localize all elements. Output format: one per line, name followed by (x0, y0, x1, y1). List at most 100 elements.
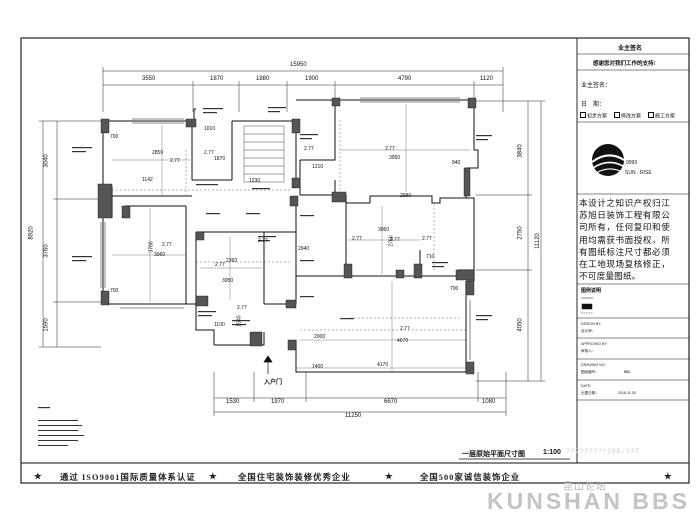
check-revise[interactable]: 修改方案 (614, 112, 641, 120)
watermark-forum: 昆山论坛 (563, 482, 607, 493)
issue-date: 出图日期： (581, 391, 599, 395)
thanks-text: 感谢您对我们工作的支持! (593, 61, 656, 67)
left-dimension-lines (39, 120, 101, 348)
dim-bottom-seg-1: 1530 (226, 399, 240, 405)
inner-dim: 3060 (154, 252, 166, 258)
inner-dim: 2940 (298, 246, 310, 252)
top-dimension-lines (102, 67, 504, 112)
drawing-frame (20, 37, 690, 484)
dim-bottom-seg-2: 1970 (271, 399, 285, 405)
inner-dim: 1400 (312, 364, 324, 370)
inner-dim: 4670 (397, 338, 409, 344)
copyright-notice: 本设计之知识产权归江苏旭日装饰工程有限公司所有，任何复印和使用均需获书面授权，所… (579, 198, 670, 282)
inner-dim: 3950 (389, 155, 401, 161)
check-construction[interactable]: 施工方案 (648, 112, 675, 120)
logo-number: 9999 (626, 160, 638, 166)
inner-dim: 840 (452, 160, 461, 166)
inner-dim: 2850 (152, 150, 164, 156)
dim-right-seg-2: 2750 (517, 226, 524, 240)
room-height: 2.77 (422, 236, 432, 242)
dim-bottom-total: 11250 (345, 413, 362, 419)
stair (243, 125, 285, 183)
legend-title: 图例说明 (581, 289, 602, 294)
logo-text: SUN · RISE (625, 170, 652, 176)
inner-dim: 1230 (249, 178, 261, 184)
windows (100, 97, 471, 360)
dim-top-seg-6: 1120 (480, 76, 493, 82)
plan-scale: 1:100 (543, 449, 561, 456)
dim-right-seg-3: 4050 (517, 318, 524, 332)
check-initial[interactable]: 初步方案 (580, 112, 607, 120)
footer-star-4: ★ (664, 472, 673, 481)
sunrise-logo-mark (591, 144, 625, 176)
dim-left-total: 8920 (28, 226, 35, 240)
inner-dim: 3950 (222, 278, 234, 284)
annotation-marks (38, 107, 492, 446)
inner-dim: 2750 (388, 235, 395, 247)
issue-date-value: 2016.11.30 (618, 391, 636, 395)
inner-dim: 1142 (142, 177, 153, 183)
legend-symbols (581, 297, 593, 314)
dim-top-seg-3: 1880 (256, 76, 270, 82)
room-height: 2.77 (352, 236, 362, 242)
checkbox[interactable] (614, 112, 620, 118)
room-height: 2.77 (162, 242, 172, 248)
footer-star-1: ★ (34, 472, 43, 481)
check-label: 修改方案 (621, 114, 642, 120)
room-height: 2.77 (237, 305, 247, 311)
drawing-no-value: 001 (624, 370, 630, 374)
title-block-rules (577, 53, 689, 401)
inner-dim: 4170 (377, 362, 389, 368)
design-by-en: DESIGN BY: (581, 322, 602, 326)
drawing-no: 图纸编号： (581, 370, 599, 374)
room-height: 2.77 (170, 158, 180, 164)
dim-top-seg-1: 3550 (142, 76, 156, 82)
inner-dim: 2980 (400, 193, 412, 199)
dim-left-seg-1: 3040 (43, 154, 50, 168)
inner-dimension-lines (112, 104, 470, 370)
drawing-no-en: DRAWING NO. (581, 363, 606, 367)
dim-bottom-seg-4: 1080 (482, 399, 496, 405)
owner-sign-heading: 业主签名 (618, 46, 643, 52)
approved: 审核人： (581, 349, 596, 353)
inner-dim: 1210 (312, 164, 324, 170)
date-en: DATE: (581, 384, 592, 388)
inner-dim: 2360 (226, 258, 238, 264)
owner-sign-field: 业主签名： (581, 83, 612, 89)
check-label: 施工方案 (655, 114, 676, 120)
right-dimension-lines (476, 100, 545, 382)
inner-dim: 1870 (214, 156, 226, 162)
dim-left-seg-3: 1590 (43, 318, 50, 332)
inner-dim: 1540 (236, 315, 243, 327)
dim-right-total: 11120 (534, 233, 541, 249)
room-height: 2.77 (385, 146, 395, 152)
room-height: 2.77 (390, 237, 400, 243)
inner-dim: 1010 (204, 126, 216, 132)
structural-columns (97, 97, 477, 375)
footer-star-2: ★ (209, 472, 218, 481)
checkbox[interactable] (648, 112, 654, 118)
inner-dim: 700 (450, 286, 459, 292)
room-height: 2.77 (400, 326, 410, 332)
room-height: 2.77 (258, 238, 268, 244)
inner-dim: 2000 (314, 334, 326, 340)
room-height: 2.77 (204, 150, 214, 156)
plan-title: 一层原始平面尺寸图 (462, 451, 525, 458)
watermark-bbs: KUNSHAN BBS (487, 488, 690, 514)
watermark-phone: ?????????265-337 (566, 448, 640, 455)
inner-dim: 1100 (214, 322, 225, 328)
dim-top-seg-5: 4790 (398, 76, 412, 82)
checkbox[interactable] (580, 112, 586, 118)
inner-dim: 700 (110, 288, 119, 294)
beam-lines (112, 120, 466, 331)
footer-integrity: 全国500家诚信装饰企业 (420, 473, 521, 482)
footer-iso: 通过 ISO9001国际质量体系认证 (60, 473, 196, 482)
dim-top-seg-4: 1900 (305, 76, 319, 82)
inner-dim: 700 (110, 134, 119, 140)
dim-left-seg-2: 3760 (43, 244, 50, 258)
dim-top-seg-2: 1870 (210, 76, 224, 82)
entrance-label: 入户门 (264, 380, 283, 386)
entrance-marker (263, 355, 273, 374)
dim-right-seg-1: 3840 (517, 144, 524, 158)
